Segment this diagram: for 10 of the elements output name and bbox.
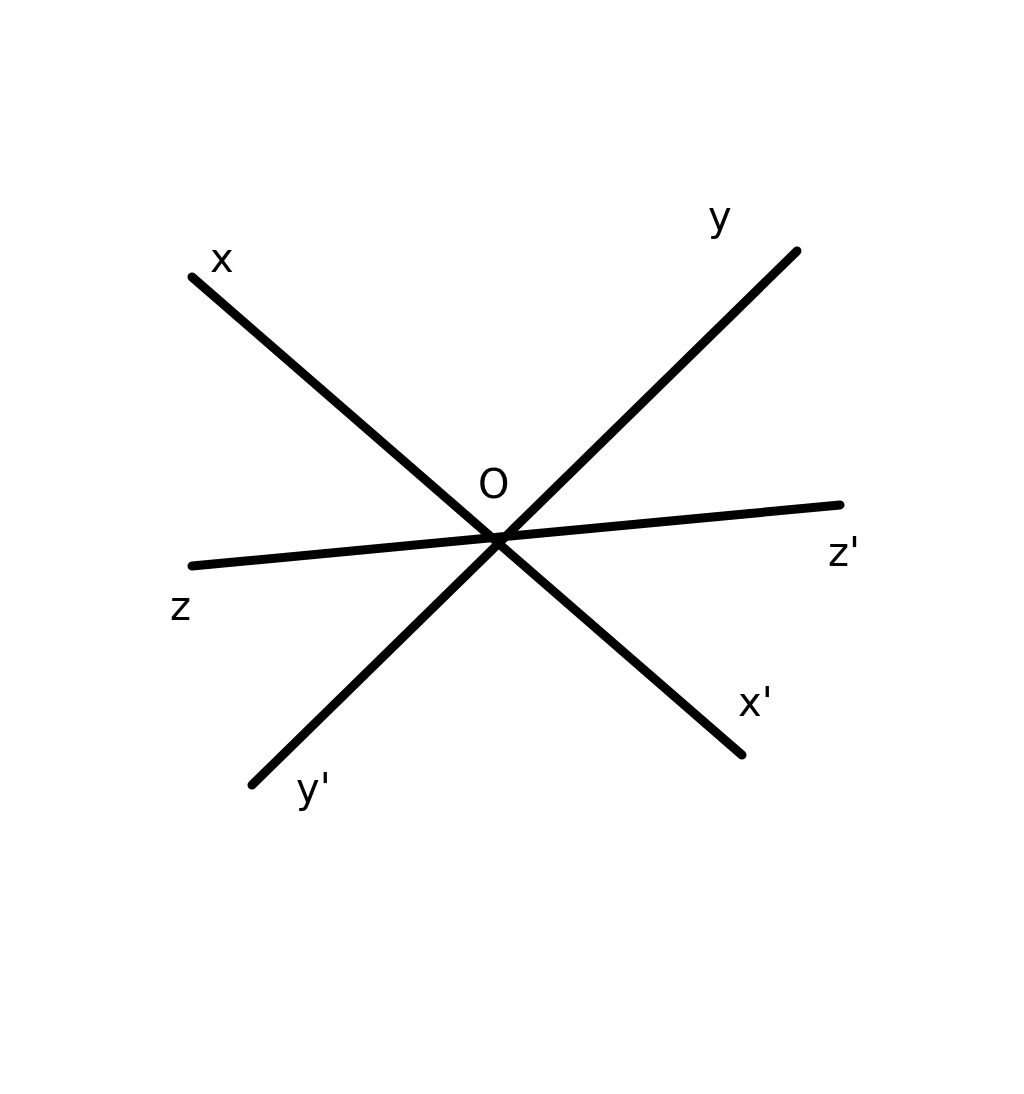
point-label: z': [828, 530, 860, 574]
point-label: y': [296, 766, 331, 810]
line: [247, 246, 802, 790]
point-label: y: [708, 194, 732, 238]
point-label: x: [210, 236, 234, 280]
point-label: z: [170, 584, 191, 628]
point-label: O: [478, 462, 510, 506]
line: [187, 272, 747, 760]
line: [187, 500, 845, 571]
point-label: x': [738, 680, 773, 724]
